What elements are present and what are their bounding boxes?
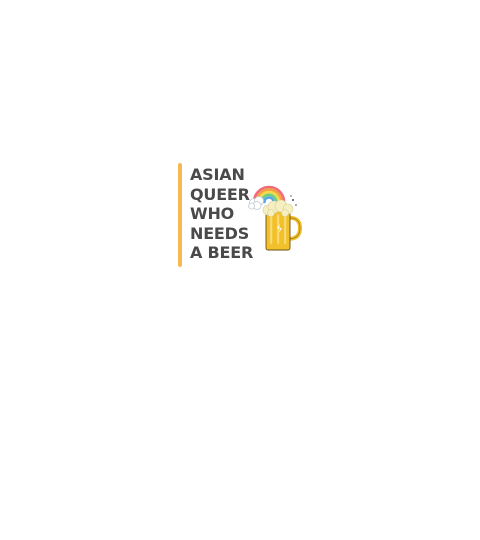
shirt-design: ASIAN QUEER WHO NEEDS A BEER [175, 160, 310, 270]
slogan-line: NEEDS [190, 223, 250, 243]
slogan-line: A BEER [190, 243, 254, 263]
accent-bar [178, 163, 182, 267]
slogan: ASIAN QUEER WHO NEEDS A BEER [190, 165, 253, 263]
beer-mug-icon [262, 195, 303, 251]
slogan-line: WHO [190, 204, 235, 224]
slogan-line: ASIAN [190, 165, 245, 184]
beer-illustration [248, 185, 303, 251]
cloud-icon [248, 196, 264, 210]
slogan-line: QUEER [190, 184, 250, 204]
